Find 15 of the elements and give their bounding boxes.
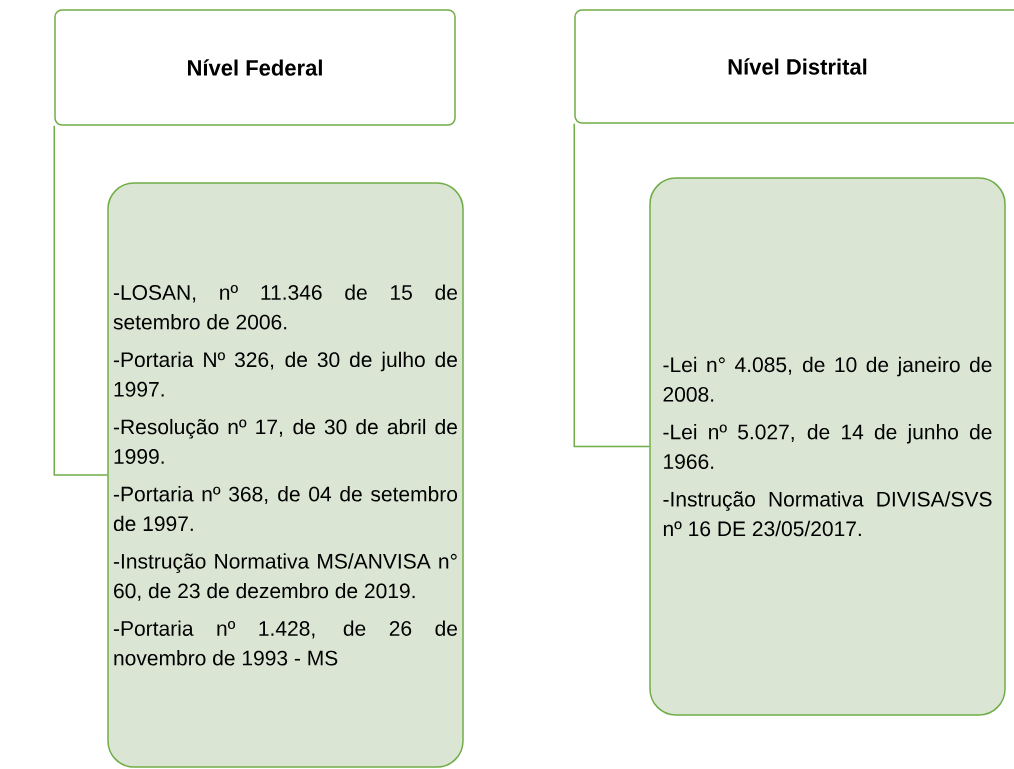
list-item: -Instrução Normativa DIVISA/SVS nº 16 DE 23/05/2017. bbox=[663, 491, 992, 537]
heading-box: Nível Distrital bbox=[574, 9, 1014, 124]
connector-line bbox=[573, 123, 650, 448]
list-item: -Portaria nº 368, de 04 de setembro de 1997. bbox=[113, 486, 458, 532]
list-item: -Portaria Nº 326, de 30 de julho de 1997. bbox=[113, 351, 457, 397]
list-item: -Lei n° 4.085, de 10 de janeiro de 2008. bbox=[663, 356, 992, 402]
list-item: -Lei nº 5.027, de 14 de junho de 1966. bbox=[663, 424, 992, 469]
list-box bbox=[107, 182, 464, 768]
list-item: -LOSAN, nº 11.346 de 15 de setembro de 2006. bbox=[113, 284, 457, 330]
list-box bbox=[649, 177, 1006, 716]
heading-box: Nível Federal bbox=[54, 9, 456, 126]
list-item: -Resolução nº 17, de 30 de abril de 1999. bbox=[113, 418, 457, 464]
connector-line bbox=[53, 125, 108, 476]
list-item: -Portaria nº 1.428, de 26 de novembro de 1993 - MS bbox=[113, 620, 457, 666]
list-item: -Instrução Normativa MS/ANVISA n° 60, de 23 de dezembro de 2019. bbox=[113, 553, 457, 601]
